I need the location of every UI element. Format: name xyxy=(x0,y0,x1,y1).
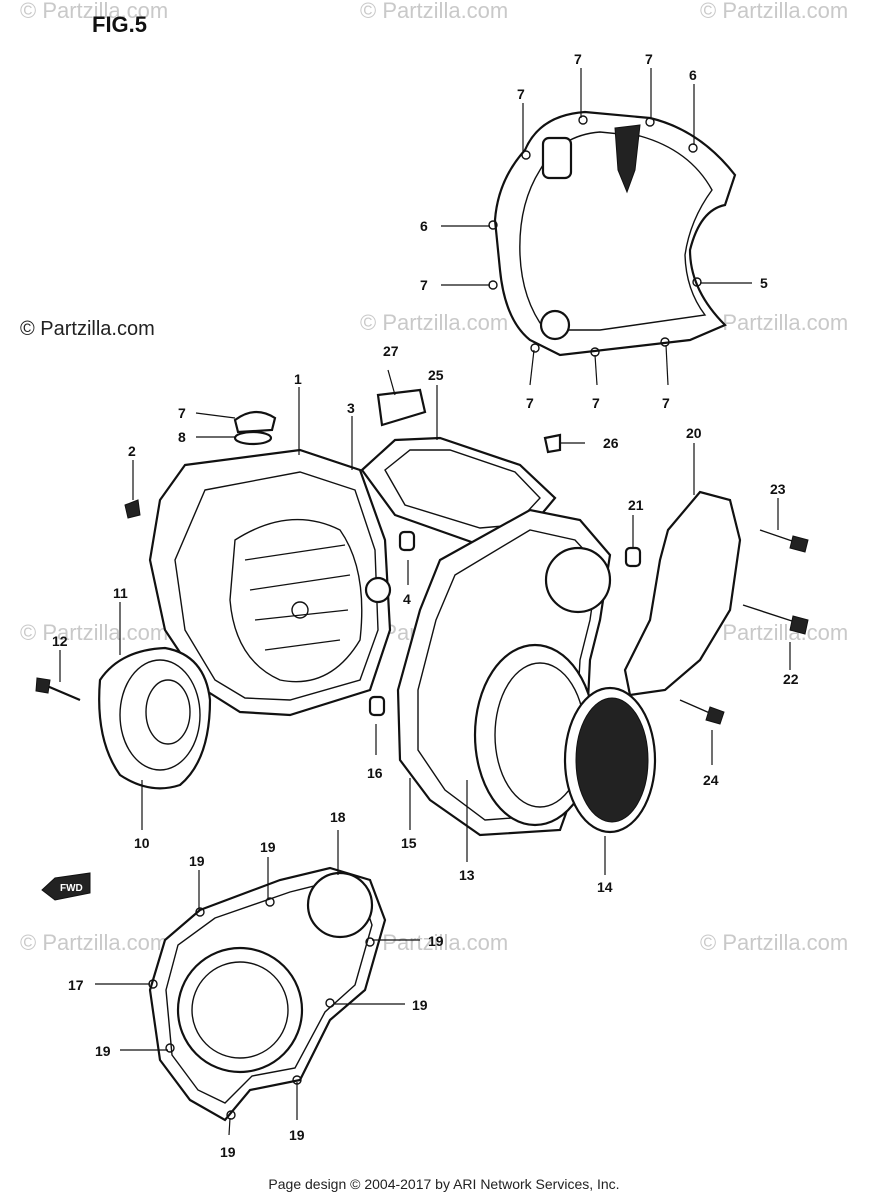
watermark-dark: © Partzilla.com xyxy=(20,318,155,340)
callouts: 7 7 6 7 6 7 5 7 7 7 1 27 25 3 7 8 2 26 2… xyxy=(52,51,799,1160)
callout-26: 26 xyxy=(603,435,619,451)
callout-3: 3 xyxy=(347,400,355,416)
callout-24: 24 xyxy=(703,772,719,788)
callout-7: 7 xyxy=(517,86,525,102)
callout-17: 17 xyxy=(68,977,84,993)
callout-13: 13 xyxy=(459,867,475,883)
cover-gasket-20 xyxy=(623,490,742,697)
callout-22: 22 xyxy=(783,671,799,687)
cover-gasket-25 xyxy=(360,436,557,547)
dowel-pin-4 xyxy=(398,530,416,552)
watermark: © Partzilla.com xyxy=(700,0,848,23)
oil-filler-cap xyxy=(233,410,277,446)
callout-19: 19 xyxy=(189,853,205,869)
clutch-cover-13 xyxy=(396,508,612,837)
callout-19: 19 xyxy=(260,839,276,855)
callout-14: 14 xyxy=(597,879,613,895)
callout-2: 2 xyxy=(128,443,136,459)
callout-7: 7 xyxy=(645,51,653,67)
callout-11: 11 xyxy=(113,585,128,601)
callout-19: 19 xyxy=(289,1127,305,1143)
callout-19: 19 xyxy=(428,933,444,949)
watermark: © Partzilla.com xyxy=(360,0,508,23)
callout-19: 19 xyxy=(412,997,428,1013)
leader-lines xyxy=(59,68,791,1136)
callout-19: 19 xyxy=(220,1144,236,1160)
dowel-pin-16 xyxy=(368,695,386,717)
callout-7: 7 xyxy=(526,395,534,411)
callout-7: 7 xyxy=(592,395,600,411)
callout-10: 10 xyxy=(134,835,150,851)
sprocket-cover-17 xyxy=(148,866,387,1122)
watermark: © Partzilla.com xyxy=(700,620,848,645)
callout-12: 12 xyxy=(52,633,68,649)
callout-21: 21 xyxy=(628,497,644,513)
figure-label: FIG.5 xyxy=(92,12,147,37)
fwd-label: FWD xyxy=(60,883,83,894)
callout-9: 8 xyxy=(178,429,186,445)
footer-credit: Page design © 2004-2017 by ARI Network S… xyxy=(268,1176,620,1192)
callout-25: 25 xyxy=(428,367,444,383)
watermark: © Partzilla.com xyxy=(360,310,508,335)
bolts xyxy=(679,529,809,725)
callout-8: 7 xyxy=(178,405,186,421)
watermark: © Partzilla.com xyxy=(20,0,168,23)
callout-18: 18 xyxy=(330,809,346,825)
bolt-head-12 xyxy=(35,677,51,694)
bolt-26 xyxy=(543,433,562,454)
callout-7: 7 xyxy=(420,277,428,293)
watermark: © Partzilla.com xyxy=(700,310,848,335)
nut-2 xyxy=(124,499,141,519)
callout-27: 27 xyxy=(383,343,399,359)
top-right-cover xyxy=(488,110,737,357)
callout-20: 20 xyxy=(686,425,702,441)
callout-6: 6 xyxy=(420,218,428,234)
watermark: © Partzilla.com xyxy=(20,930,168,955)
callout-16: 16 xyxy=(367,765,383,781)
callout-15: 15 xyxy=(401,835,417,851)
watermark: © Partzilla.com xyxy=(20,620,168,645)
callout-7: 7 xyxy=(662,395,670,411)
callout-4: 4 xyxy=(403,591,411,607)
watermark: © Partzilla.com xyxy=(360,930,508,955)
dowel-pin-21 xyxy=(624,546,642,568)
callout-19: 19 xyxy=(95,1043,111,1059)
watermarks: © Partzilla.com © Partzilla.com © Partzi… xyxy=(20,0,848,955)
callout-1: 1 xyxy=(294,371,302,387)
callout-5: 5 xyxy=(760,275,768,291)
callout-6: 6 xyxy=(689,67,697,83)
fwd-arrow: FWD xyxy=(41,872,91,901)
emblem-cover-14 xyxy=(563,686,657,834)
crankcase-cover xyxy=(148,448,392,717)
callout-23: 23 xyxy=(770,481,786,497)
watermark: © Partzilla.com xyxy=(700,930,848,955)
part-27-plate xyxy=(376,388,427,427)
generator-cover-10 xyxy=(98,646,212,790)
callout-7: 7 xyxy=(574,51,582,67)
